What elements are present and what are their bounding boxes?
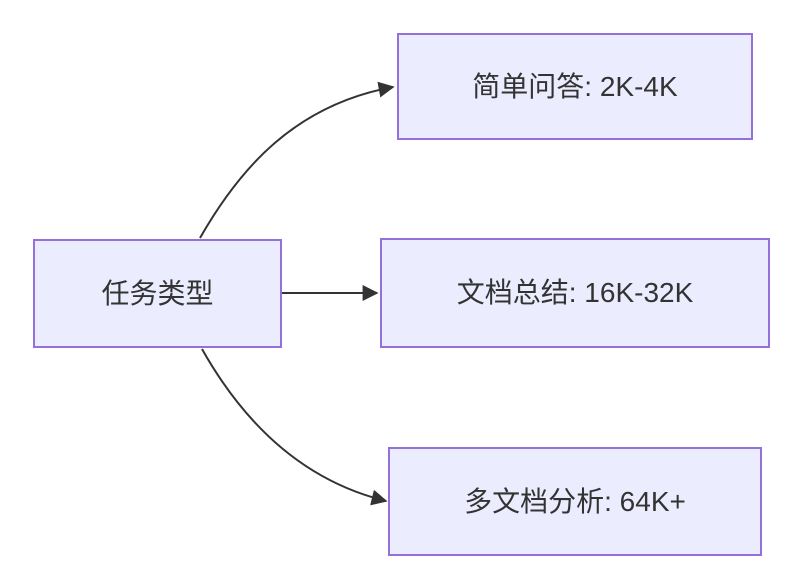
node-task-type-label: 任务类型 xyxy=(101,277,214,309)
node-simple-qa-label: 简单问答: 2K-4K xyxy=(472,70,678,102)
node-simple-qa: 简单问答: 2K-4K xyxy=(397,33,753,140)
node-multi-doc: 多文档分析: 64K+ xyxy=(388,447,762,556)
node-doc-summary-label: 文档总结: 16K-32K xyxy=(456,277,694,309)
edge-root-to-simple-qa xyxy=(199,81,395,239)
node-multi-doc-label: 多文档分析: 64K+ xyxy=(464,485,686,517)
node-doc-summary: 文档总结: 16K-32K xyxy=(380,238,770,348)
node-task-type: 任务类型 xyxy=(33,239,282,348)
edge-root-to-multi-doc xyxy=(201,348,388,506)
